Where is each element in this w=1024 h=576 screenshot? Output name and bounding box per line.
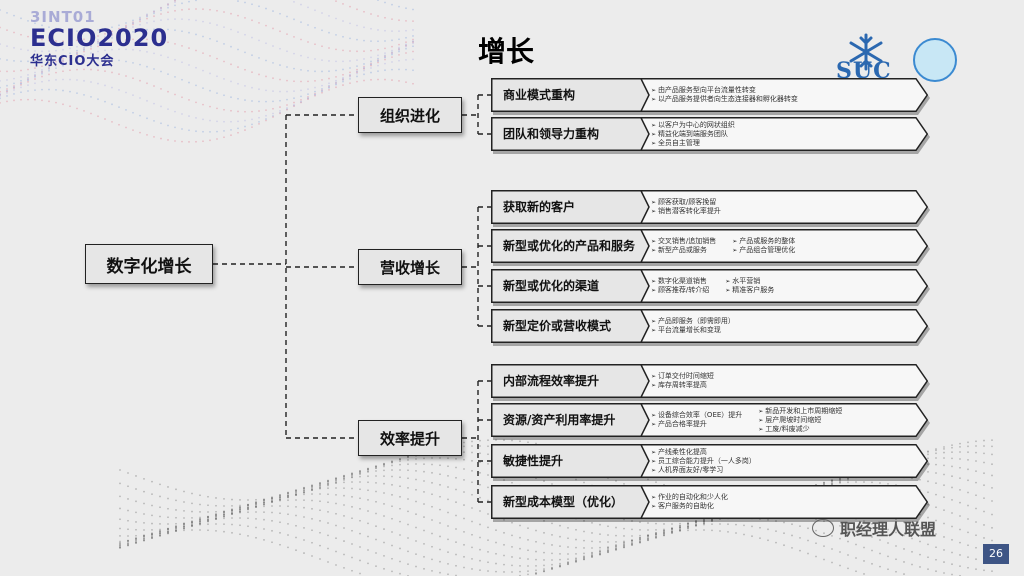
item-label: 内部流程效率提升 [503,374,600,388]
detail-bullet: 交叉销售/追加销售 [651,237,716,246]
detail-column: 设备综合效率（OEE）提升产品合格率提升 [651,411,742,429]
detail-bullet: 设备综合效率（OEE）提升 [651,411,742,420]
detail-bullet: 销售潜客转化率提升 [651,207,721,216]
item-row: 获取新的客户 顾客获取/顾客挽留销售潜客转化率提升 [491,190,930,227]
wechat-watermark: 职经理人联盟 [812,516,936,540]
item-label: 商业模式重构 [503,88,576,102]
detail-bullet: 人机界面友好/零学习 [651,466,756,475]
detail-bullet: 产品或服务的整体 [732,237,795,246]
detail-bullet: 以客户为中心的网状组织 [651,121,735,130]
detail-bullet: 工废/料废减少 [758,425,842,434]
item-row-arrow-shape [491,269,930,306]
detail-column: 交叉销售/追加销售新型产品或服务 [651,237,716,255]
item-details: 以客户为中心的网状组织精益化端到端服务团队全员自主管理 [651,117,913,151]
item-row: 团队和领导力重构 以客户为中心的网状组织精益化端到端服务团队全员自主管理 [491,117,930,154]
detail-column: 订单交付时间缩短库存周转率提高 [651,372,714,390]
item-details: 交叉销售/追加销售新型产品或服务产品或服务的整体产品组合管理优化 [651,229,913,263]
detail-bullet: 以产品服务提供者向生态连接器和孵化器转变 [651,95,798,104]
item-row: 资源/资产利用率提升设备综合效率（OEE）提升产品合格率提升新品开发和上市周期缩… [491,403,930,440]
logo-line-3: 华东CIO大会 [30,54,115,69]
category-node: 营收增长 [358,249,462,285]
item-row: 敏捷性提升 产线柔性化提高员工综合能力提升（一人多岗）人机界面友好/零学习 [491,444,930,481]
item-details: 产品即服务（即需即用）平台流量增长和变现 [651,309,913,343]
detail-column: 顾客获取/顾客挽留销售潜客转化率提升 [651,198,721,216]
detail-bullet: 顾客获取/顾客挽留 [651,198,721,207]
detail-column: 产线柔性化提高员工综合能力提升（一人多岗）人机界面友好/零学习 [651,448,756,475]
wechat-icon [812,519,834,537]
detail-column: 产品或服务的整体产品组合管理优化 [732,237,795,255]
item-label: 新型定价或营收模式 [503,319,612,333]
item-row: 新型定价或营收模式 产品即服务（即需即用）平台流量增长和变现 [491,309,930,346]
detail-bullet: 产品即服务（即需即用） [651,317,735,326]
item-label: 新型或优化的产品和服务 [503,239,636,253]
detail-bullet: 精益化端到端服务团队 [651,130,735,139]
detail-bullet: 水平营销 [725,277,774,286]
detail-bullet: 作业的自动化和少人化 [651,493,728,502]
wechat-account-name: 职经理人联盟 [840,520,937,539]
page-number: 26 [983,544,1009,564]
detail-bullet: 产品组合管理优化 [732,246,795,255]
item-details: 由产品服务型向平台流量性转变以产品服务提供者向生态连接器和孵化器转变 [651,78,913,112]
root-node-label: 数字化增长 [106,256,192,277]
item-details: 数字化渠道销售顾客推荐/转介绍水平营销精准客户服务 [651,269,913,303]
detail-column: 产品即服务（即需即用）平台流量增长和变现 [651,317,735,335]
detail-column: 新品开发和上市周期缩短层产爬坡时间缩短工废/料废减少 [758,407,842,434]
root-node: 数字化增长 [85,244,213,284]
detail-column: 以客户为中心的网状组织精益化端到端服务团队全员自主管理 [651,121,735,148]
category-label: 效率提升 [379,429,440,448]
item-label: 资源/资产利用率提升 [503,413,616,427]
association-seal-logo [913,38,957,82]
slide-title: 增长 [478,35,535,68]
detail-bullet: 精准客户服务 [725,286,774,295]
item-details: 顾客获取/顾客挽留销售潜客转化率提升 [651,190,913,224]
detail-bullet: 产线柔性化提高 [651,448,756,457]
detail-bullet: 新型产品或服务 [651,246,716,255]
item-row: 新型或优化的产品和服务交叉销售/追加销售新型产品或服务产品或服务的整体产品组合管… [491,229,930,266]
item-label: 团队和领导力重构 [503,127,600,141]
detail-column: 水平营销精准客户服务 [725,277,774,295]
item-label: 新型成本模型（优化） [503,495,624,509]
item-label: 新型或优化的渠道 [503,279,600,293]
logo-line-1: 3INT01 [30,8,96,26]
detail-column: 数字化渠道销售顾客推荐/转介绍 [651,277,709,295]
item-row: 新型成本模型（优化） 作业的自动化和少人化客户服务的自助化 [491,485,930,522]
item-details: 设备综合效率（OEE）提升产品合格率提升新品开发和上市周期缩短层产爬坡时间缩短工… [651,403,913,437]
category-node: 组织进化 [358,97,462,133]
snowflake-icon [849,33,883,71]
item-details: 作业的自动化和少人化客户服务的自助化 [651,485,913,519]
item-label: 获取新的客户 [503,200,576,214]
detail-bullet: 新品开发和上市周期缩短 [758,407,842,416]
detail-bullet: 库存周转率提高 [651,381,714,390]
item-label: 敏捷性提升 [503,454,564,468]
detail-column: 由产品服务型向平台流量性转变以产品服务提供者向生态连接器和孵化器转变 [651,86,798,104]
detail-bullet: 层产爬坡时间缩短 [758,416,842,425]
category-label: 组织进化 [379,106,440,125]
detail-bullet: 顾客推荐/转介绍 [651,286,709,295]
detail-bullet: 由产品服务型向平台流量性转变 [651,86,798,95]
detail-bullet: 产品合格率提升 [651,420,742,429]
category-node: 效率提升 [358,420,462,456]
detail-bullet: 客户服务的自助化 [651,502,728,511]
detail-bullet: 订单交付时间缩短 [651,372,714,381]
detail-bullet: 员工综合能力提升（一人多岗） [651,457,756,466]
item-details: 产线柔性化提高员工综合能力提升（一人多岗）人机界面友好/零学习 [651,444,913,478]
ecio-logo: 3INT01 ECIO2020 华东CIO大会 [30,8,168,69]
item-row: 内部流程效率提升 订单交付时间缩短库存周转率提高 [491,364,930,401]
logo-line-2: ECIO2020 [30,24,169,52]
detail-column: 作业的自动化和少人化客户服务的自助化 [651,493,728,511]
category-label: 营收增长 [379,258,440,277]
item-row: 商业模式重构 由产品服务型向平台流量性转变以产品服务提供者向生态连接器和孵化器转变 [491,78,930,115]
item-details: 订单交付时间缩短库存周转率提高 [651,364,913,398]
detail-bullet: 数字化渠道销售 [651,277,709,286]
item-row: 新型或优化的渠道数字化渠道销售顾客推荐/转介绍水平营销精准客户服务 [491,269,930,306]
detail-bullet: 全员自主管理 [651,139,735,148]
detail-bullet: 平台流量增长和变现 [651,326,735,335]
